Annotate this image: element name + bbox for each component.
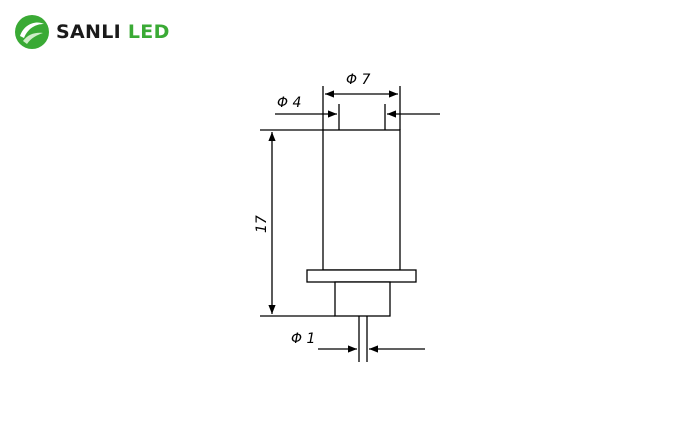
label-inner-diameter: Φ 4	[277, 95, 301, 111]
led-body	[322, 129, 401, 271]
led-flange	[306, 269, 417, 283]
label-outer-diameter: Φ 7	[346, 72, 370, 88]
label-height: 17	[254, 215, 270, 233]
led-base	[334, 281, 391, 317]
brand-name: SANLI LED	[56, 21, 170, 43]
brand-name-part2: LED	[127, 21, 170, 43]
leaf-swirl-icon	[15, 15, 49, 49]
brand-logo: SANLI LED	[14, 14, 170, 50]
label-pin-diameter: Φ 1	[291, 331, 315, 347]
brand-name-part1: SANLI	[56, 21, 121, 43]
